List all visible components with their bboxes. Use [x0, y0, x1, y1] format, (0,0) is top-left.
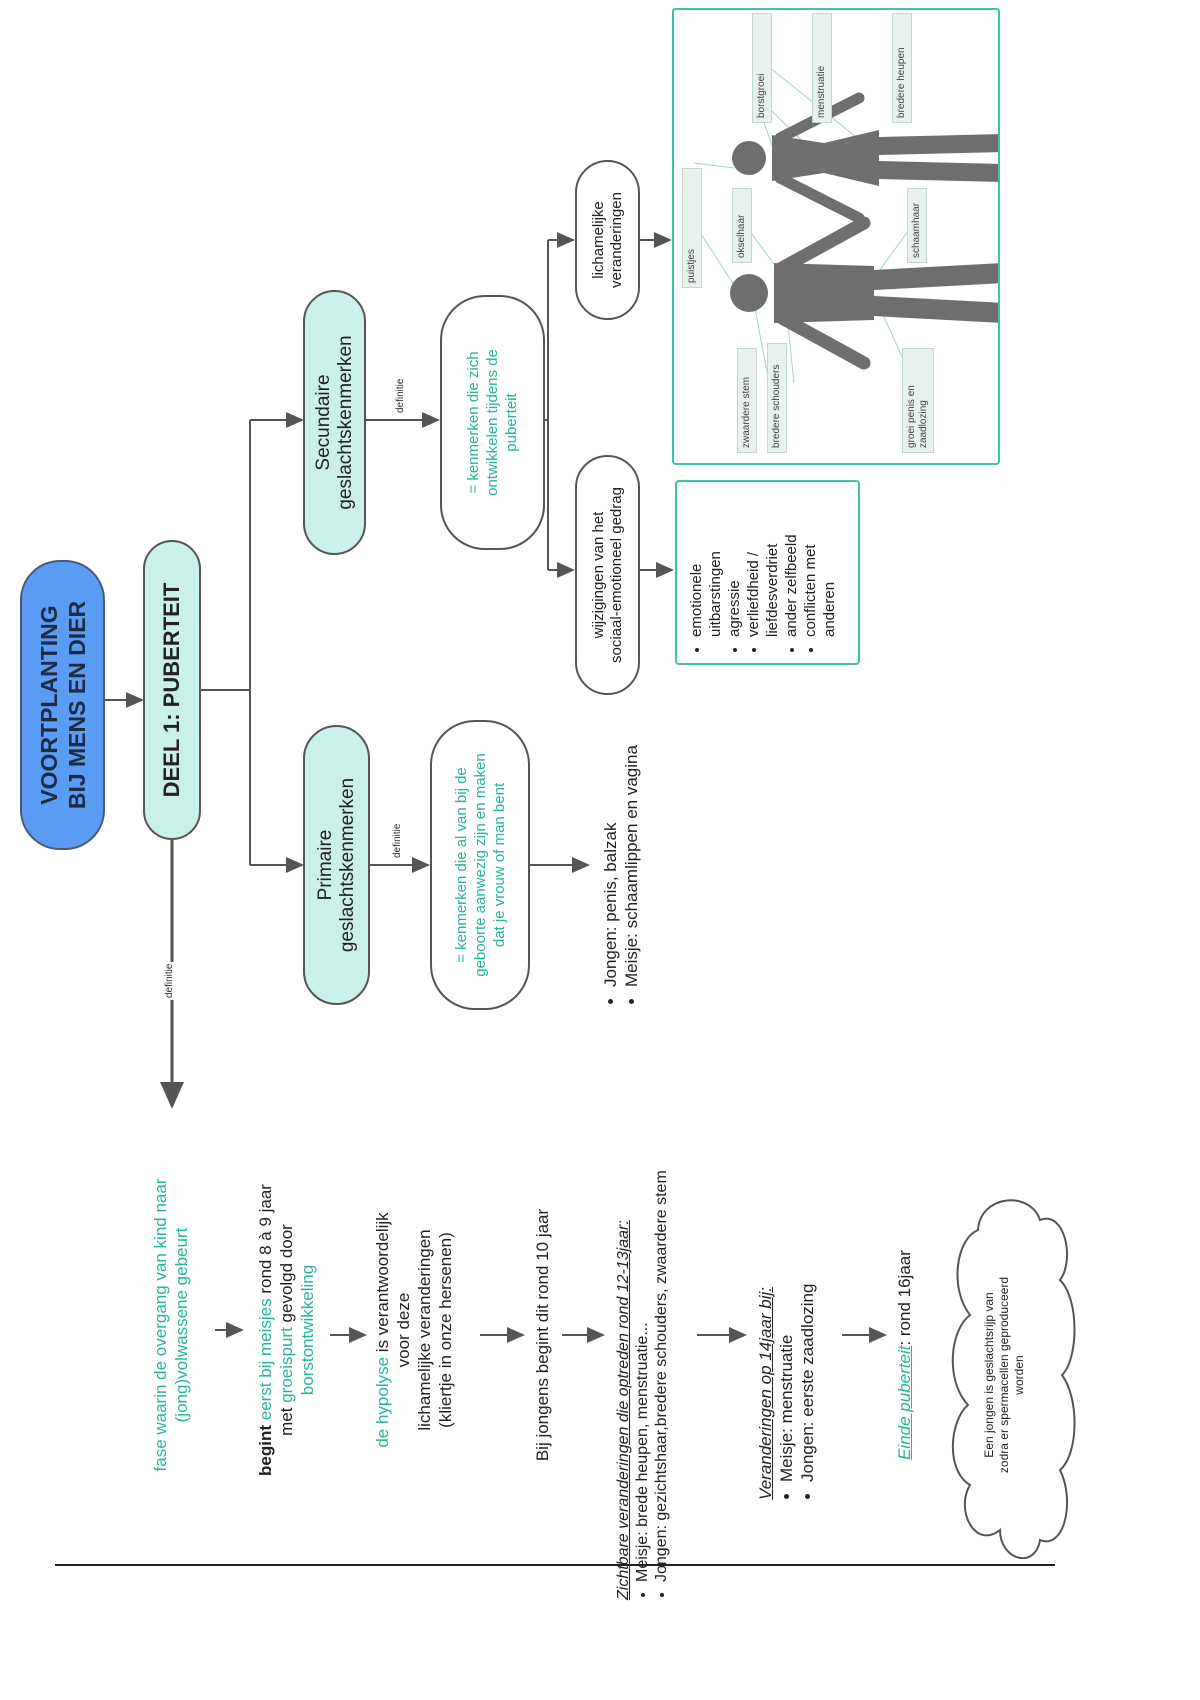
title-line-2: BIJ MENS EN DIER	[63, 600, 90, 810]
list-item: Jongen: penis, balzak	[600, 675, 621, 987]
label-zwaardere-stem: zwaardere stem	[737, 348, 757, 453]
list-item: Meisje: menstruatie	[776, 1220, 797, 1482]
hypofyse-line-4: (kliertje in onze hersenen)	[436, 1232, 455, 1428]
hypofyse-line-3: lichamelijke veranderingen	[415, 1229, 434, 1431]
cloud-line-1: Een jongen is geslachtsrijp van	[982, 1292, 996, 1458]
hypofyse: de hypolyse	[373, 1356, 392, 1448]
label-bredere-schouders: bredere schouders	[767, 343, 787, 453]
primary-title-1: Primaire	[314, 829, 336, 901]
label-bredere-heupen: bredere heupen	[892, 13, 912, 123]
changes-14: Veranderingen op 14jaar bij: Meisje: men…	[755, 1220, 818, 1500]
silhouettes	[693, 62, 1000, 384]
boys-start: Bij jongens begint dit rond 10 jaar	[533, 1208, 552, 1462]
eerst-bij-meisjes: eerst bij meisjes	[256, 1298, 275, 1421]
list-item: conflicten met anderen	[801, 490, 839, 637]
girls-start: begint eerst bij meisjes rond 8 à 9 jaar…	[255, 1140, 318, 1520]
hypofyse-block: de hypolyse is verantwoordelijk voor dez…	[372, 1170, 456, 1490]
end-value: : rond 16jaar	[895, 1250, 914, 1346]
secondary-split-connector	[545, 240, 549, 570]
list-item: emotionele uitbarstingen	[687, 490, 725, 637]
branch-connector	[200, 420, 251, 865]
secondary-def-line: = kenmerken die zich	[465, 351, 482, 494]
social-line-1: wijzigingen van het	[589, 511, 607, 639]
secondary-title-2: geslachtskenmerken	[334, 335, 356, 510]
male-silhouette-icon	[730, 216, 1000, 370]
definition-line-2: (jong)volwassene gebeurt	[172, 1227, 191, 1423]
puberty-definition: fase waarin de overgang van kind naar (j…	[150, 1120, 192, 1530]
met: met	[277, 1407, 296, 1436]
groeispurt: groeispurt	[277, 1327, 296, 1403]
hypofyse-is: is verantwoordelijk	[373, 1212, 392, 1353]
secondary-definition-label: definitie	[395, 376, 406, 415]
age-range: rond 8 à 9 jaar	[256, 1184, 275, 1294]
definition-line-1: fase waarin de overgang van kind naar	[151, 1178, 170, 1472]
primary-title-2: geslachtskenmerken	[336, 777, 358, 953]
title-line-1: VOORTPLANTING	[35, 605, 62, 805]
primary-definition-label: definitie	[392, 821, 403, 860]
visible-changes: Zichtbare veranderingen die optreden ron…	[614, 1040, 671, 1600]
label-borstgroei: borstgroei	[752, 13, 772, 123]
label-okselhaar: okselhaar	[732, 188, 752, 263]
visible-changes-heading: Zichtbare veranderingen die optreden ron…	[615, 1220, 632, 1600]
list-item: verliefdheid / liefdesverdriet	[744, 490, 782, 637]
cloud-note: Een jongen is geslachtsrijp van zodra er…	[982, 1220, 1027, 1530]
cloud-line-2: zodra er spermacellen geproduceerd	[997, 1276, 1011, 1474]
definition-label: definitie	[164, 961, 175, 1000]
list-item: Meisje: schaamlippen en vagina	[621, 675, 642, 987]
label-puistjes: puistjes	[682, 168, 702, 288]
social-line-2: sociaal-emotioneel gedrag	[607, 487, 625, 663]
label-groei-penis: groei penis en zaadlozing	[902, 348, 934, 453]
part-title: DEEL 1: PUBERTEIT	[143, 540, 201, 840]
physical-line-2: veranderingen	[607, 192, 625, 288]
social-changes-list: emotionele uitbarstingen agressie verlie…	[675, 480, 860, 665]
label-menstruatie: menstruatie	[812, 13, 832, 123]
end-puberty: Einde puberteit: rond 16jaar	[894, 1220, 915, 1490]
label-schaamhaar: schaamhaar	[907, 188, 927, 263]
primary-def-line: geboorte aanwezig zijn en maken	[471, 753, 489, 977]
primary-def-line: dat je vrouw of man bent	[490, 782, 508, 948]
cloud-line-3: worden	[1012, 1355, 1026, 1395]
body-changes-figure: zwaardere stem bredere schouders groei p…	[672, 8, 1000, 465]
list-item: Jongen: eerste zaadlozing	[797, 1220, 818, 1482]
changes-14-heading: Veranderingen op 14jaar bij:	[756, 1287, 775, 1500]
secondary-def-line: ontwikkelen tijdens de	[484, 349, 501, 496]
primary-examples: Jongen: penis, balzakMeisje: schaamlippe…	[600, 675, 642, 1005]
secondary-def-line: puberteit	[503, 393, 520, 452]
list-item: Meisje: brede heupen, menstruatie...	[633, 1040, 652, 1582]
cloud-shape	[951, 1199, 1076, 1560]
list-item: ander zelfbeeld	[782, 490, 801, 637]
end-label: Einde puberteit	[895, 1345, 914, 1460]
primary-def-line: = kenmerken die al van bij de	[452, 767, 470, 963]
list-item: agressie	[725, 490, 744, 637]
hypofyse-line-2: voor deze	[394, 1292, 413, 1368]
list-item: Jongen: gezichtshaar,bredere schouders, …	[652, 1040, 671, 1582]
begint: begint	[256, 1425, 275, 1476]
female-silhouette-icon	[732, 92, 1000, 224]
physical-line-1: lichamelijke	[589, 201, 607, 279]
borstontwikkeling: borstontwikkeling	[298, 1264, 317, 1396]
gevolgd-door: gevolgd door	[277, 1224, 296, 1323]
secondary-title-1: Secundaire	[312, 374, 334, 471]
